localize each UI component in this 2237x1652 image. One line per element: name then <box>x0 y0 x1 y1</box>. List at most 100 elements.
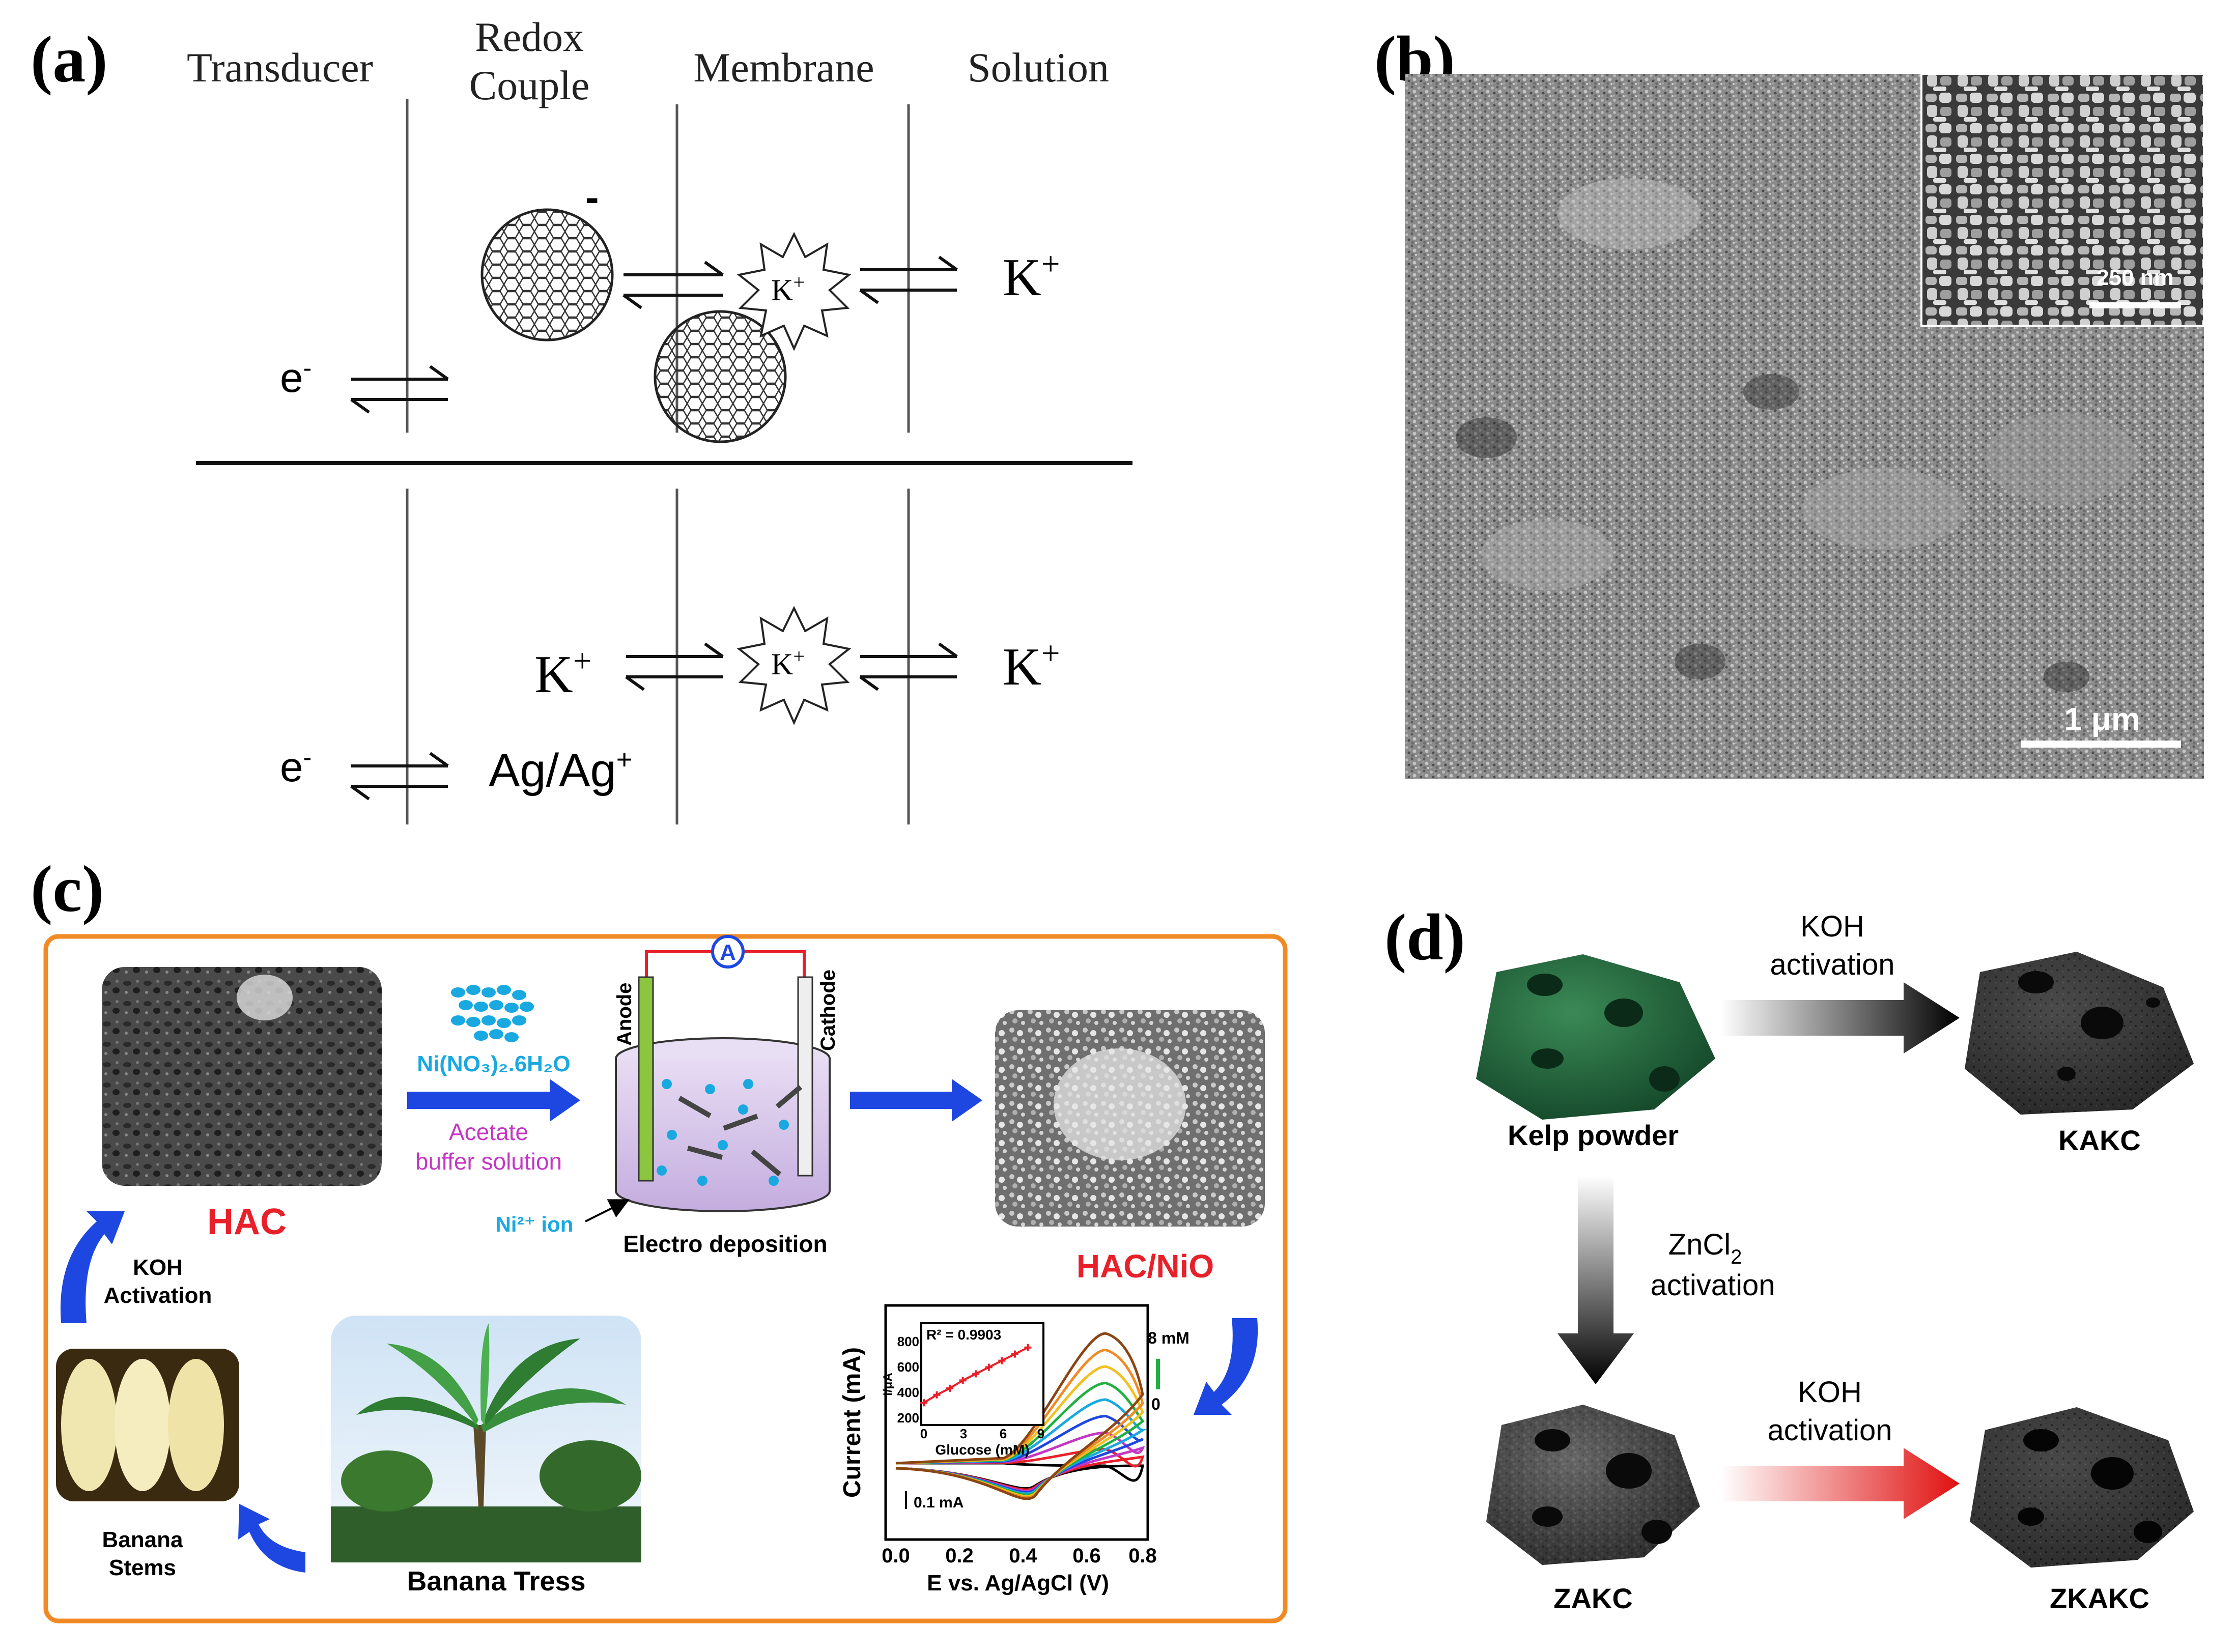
k-complex-top: K <box>771 273 793 307</box>
banana-stems-line1: Banana <box>102 1527 183 1552</box>
cv-inset-xlabel: Glucose (mM) <box>935 1442 1029 1458</box>
ammeter-label: A <box>720 940 736 965</box>
cv-xtick: 0.6 <box>1072 1545 1101 1567</box>
cv-inset-point <box>959 1377 967 1384</box>
cv-inset-point <box>985 1363 993 1371</box>
ni-nitrate-dots <box>451 985 534 1042</box>
cv-inset-xtick: 6 <box>1000 1426 1007 1441</box>
cv-ylabel: Current (mA) <box>839 1347 866 1498</box>
koh-top-line1: KOH <box>1800 910 1864 943</box>
header-solution: Solution <box>968 44 1109 91</box>
svg-text:ZnCl2: ZnCl2 <box>1668 1228 1742 1268</box>
hac-nio-label: HAC/NiO <box>1077 1248 1214 1285</box>
panel-b: (b) 250 nm 1 μm <box>1374 23 2205 779</box>
cv-inset-ytick: 800 <box>897 1334 919 1349</box>
cv-xlabel: E vs. Ag/AgCl (V) <box>927 1571 1109 1596</box>
ag-couple: Ag/Ag <box>489 745 616 796</box>
zncl2-line1: ZnCl <box>1668 1228 1731 1261</box>
cv-plot: 0.0 0.2 0.4 0.6 0.8 E vs. Ag/AgCl (V) Cu… <box>839 1304 1190 1596</box>
cv-inset-point <box>1024 1344 1032 1351</box>
zkakc-rock <box>1970 1407 2194 1568</box>
electrodeposition-cell: A <box>615 935 831 1212</box>
fullerene-lower <box>654 310 787 443</box>
kelp-label: Kelp powder <box>1508 1119 1679 1151</box>
zncl2-arrow-down <box>1558 1176 1634 1384</box>
equilibrium-arrows-bottom <box>350 642 958 801</box>
crown-ether-top <box>737 232 852 351</box>
header-membrane: Membrane <box>693 44 874 91</box>
ammeter-icon <box>711 935 745 969</box>
sem-inset <box>1920 73 2205 327</box>
ag-couple-sup: + <box>616 744 633 775</box>
cv-xtick: 0.2 <box>945 1545 974 1567</box>
zakc-label: ZAKC <box>1553 1582 1633 1614</box>
cv-inset-point <box>933 1391 941 1399</box>
cv-xtick: 0.8 <box>1128 1545 1157 1567</box>
k-complex-bottom: K <box>771 647 793 681</box>
anode-label: Anode <box>613 983 636 1046</box>
k-left-bottom-sup: + <box>573 643 592 679</box>
blue-arrow-right-2 <box>850 1079 982 1122</box>
blue-arrow-right-1 <box>407 1079 580 1122</box>
ni-ion-label: Ni²⁺ ion <box>496 1212 574 1236</box>
electron-bottom: e <box>280 744 303 790</box>
inset-scale-label: 250 nm <box>2097 265 2174 290</box>
panel-c: (c) HAC Ni(NO₃)₂.6H₂O Acetate buffer sol… <box>31 852 1288 1623</box>
cv-xtick: 0.4 <box>1009 1545 1037 1567</box>
cv-inset-point <box>946 1384 954 1392</box>
curved-arrow-koh <box>60 1211 125 1323</box>
sem-texture-patches <box>1456 178 2138 692</box>
curved-arrow-left <box>238 1504 305 1573</box>
electrodeposition-label: Electro deposition <box>623 1231 827 1257</box>
ni-ion-pointer <box>585 1199 630 1222</box>
cv-inset-point <box>1011 1350 1018 1358</box>
main-scale-label: 1 μm <box>2064 701 2140 737</box>
equilibrium-arrows-top <box>350 255 958 414</box>
buffer-line1: Acetate <box>449 1119 528 1145</box>
zncl2-sub: 2 <box>1731 1246 1742 1268</box>
cv-inset-point <box>972 1370 980 1378</box>
zakc-rock <box>1486 1405 1700 1565</box>
cv-inset-r2: R² = 0.9903 <box>926 1327 1001 1343</box>
electron-top-sup: - <box>303 354 312 382</box>
header-redox-line2: Couple <box>469 62 590 108</box>
reagent-label: Ni(NO₃)₂.6H₂O <box>417 1051 570 1076</box>
curved-arrow-right-down <box>1194 1318 1258 1415</box>
anode-electrode <box>638 976 654 1182</box>
cv-scale-label: 0.1 mA <box>914 1494 964 1511</box>
cathode-label: Cathode <box>817 970 839 1051</box>
hac-sem-image <box>102 967 382 1186</box>
svg-text:K+: K+ <box>771 271 805 307</box>
svg-text:K+: K+ <box>1003 246 1060 307</box>
banana-stems-line2: Stems <box>109 1555 176 1580</box>
panel-d-label: (d) <box>1384 901 1465 974</box>
kelp-powder-rock <box>1476 954 1715 1120</box>
svg-text:e-: e- <box>280 743 312 790</box>
koh-top-line2: activation <box>1770 948 1894 981</box>
electron-top: e <box>280 355 303 401</box>
panel-d: (d) Kelp powder KAKC KOH activation ZnCl… <box>1384 901 2194 1614</box>
electron-bottom-sup: - <box>303 743 312 772</box>
koh-bottom-line2: activation <box>1767 1414 1892 1447</box>
cv-inset-xtick: 0 <box>920 1426 927 1441</box>
cv-inset-ytick: 600 <box>897 1359 919 1375</box>
panel-a: (a) Transducer Redox Couple Membrane Sol… <box>31 14 1132 824</box>
cv-conc-top: 8 mM <box>1148 1329 1190 1347</box>
header-transducer: Transducer <box>187 44 373 91</box>
k-left-bottom: K <box>534 644 573 704</box>
cv-conc-bottom: 0 <box>1151 1395 1160 1413</box>
koh-activation-line2: Activation <box>104 1283 212 1308</box>
banana-trees-label: Banana Tress <box>407 1566 585 1597</box>
zkakc-label: ZKAKC <box>2050 1582 2149 1614</box>
cv-inset-xtick: 9 <box>1037 1426 1044 1441</box>
kakc-label: KAKC <box>2058 1124 2141 1156</box>
buffer-line2: buffer solution <box>415 1148 562 1175</box>
svg-text:K+: K+ <box>771 645 805 681</box>
minus-sign: - <box>585 175 599 220</box>
kakc-rock <box>1965 952 2194 1115</box>
cv-xtick: 0.0 <box>882 1545 910 1567</box>
cv-inset-point <box>920 1399 927 1407</box>
cv-curves <box>895 1332 1147 1500</box>
svg-text:e-: e- <box>280 354 312 401</box>
